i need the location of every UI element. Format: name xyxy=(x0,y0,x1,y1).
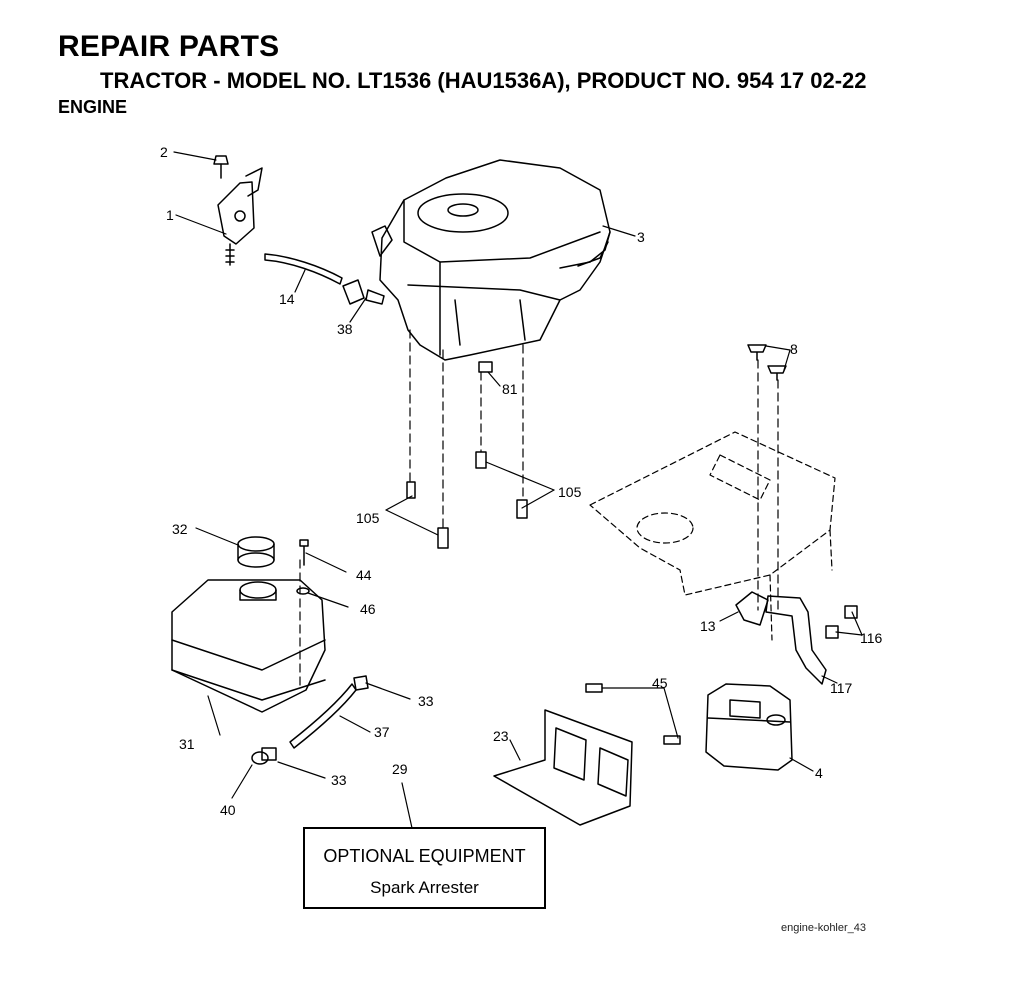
callout-8: 8 xyxy=(790,341,798,357)
bolt-8-b-illustration xyxy=(767,365,787,381)
screw-44-illustration xyxy=(299,539,309,566)
optional-equipment-box: OPTIONAL EQUIPMENT Spark Arrester xyxy=(303,827,546,909)
bolt-8-a-illustration xyxy=(747,344,767,361)
fuel-line-illustration xyxy=(264,253,385,305)
callout-leader-lines xyxy=(173,151,863,829)
callout-45: 45 xyxy=(652,675,668,691)
callout-40: 40 xyxy=(220,802,236,818)
callout-23: 23 xyxy=(493,728,509,744)
callout-37: 37 xyxy=(374,724,390,740)
callout-2: 2 xyxy=(160,144,168,160)
callout-33-upper: 33 xyxy=(418,693,434,709)
engine-illustration xyxy=(371,159,611,361)
callout-38: 38 xyxy=(337,321,353,337)
diagram-reference-code: engine-kohler_43 xyxy=(781,922,867,934)
frame-illustration xyxy=(589,431,836,641)
optional-equipment-heading: OPTIONAL EQUIPMENT xyxy=(323,846,526,866)
page-title: REPAIR PARTS xyxy=(58,30,280,63)
fuel-hose-illustration xyxy=(251,675,369,765)
callout-44: 44 xyxy=(356,567,372,583)
callout-3: 3 xyxy=(637,229,645,245)
callout-32: 32 xyxy=(172,521,188,537)
callout-33-lower: 33 xyxy=(331,772,347,788)
muffler-illustration xyxy=(705,683,793,771)
section-heading: ENGINE xyxy=(58,97,128,117)
callout-13: 13 xyxy=(700,618,716,634)
gasket-13-illustration xyxy=(735,591,769,626)
nut-81-illustration xyxy=(478,361,493,373)
callout-81: 81 xyxy=(502,381,518,397)
callout-29: 29 xyxy=(392,761,408,777)
exhaust-pipe-illustration xyxy=(765,595,858,685)
mounting-guide-lines xyxy=(299,329,779,691)
callout-14: 14 xyxy=(279,291,295,307)
callout-105-left: 105 xyxy=(356,510,380,526)
model-subtitle: TRACTOR - MODEL NO. LT1536 (HAU1536A), P… xyxy=(100,68,867,93)
heat-shield-illustration xyxy=(493,683,681,826)
bolts-105-illustration xyxy=(406,451,528,549)
throttle-bracket-illustration xyxy=(213,155,263,266)
washer-46-illustration xyxy=(296,587,310,595)
callout-105-right: 105 xyxy=(558,484,582,500)
callout-4: 4 xyxy=(815,765,823,781)
callout-31: 31 xyxy=(179,736,195,752)
fuel-cap-illustration xyxy=(237,536,275,568)
callout-116: 116 xyxy=(860,630,883,646)
spark-arrester-label: Spark Arrester xyxy=(370,878,479,897)
fuel-tank-illustration xyxy=(171,579,326,713)
callout-117: 117 xyxy=(830,680,853,696)
callout-1: 1 xyxy=(166,207,174,223)
callout-46: 46 xyxy=(360,601,376,617)
